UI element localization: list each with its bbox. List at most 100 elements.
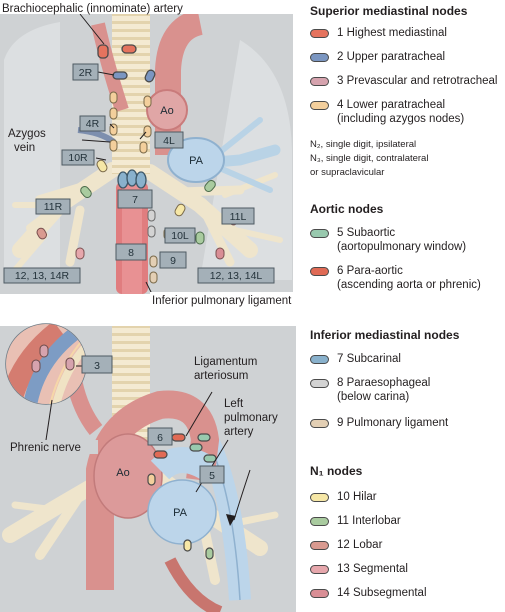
- legend-swatch: [310, 419, 329, 428]
- station-box-12r: 12, 13, 14R: [3, 267, 81, 284]
- legend-swatch: [310, 541, 329, 550]
- legend-aortic-title: Aortic nodes: [310, 202, 384, 216]
- phrenic-nerve-callout: Phrenic nerve: [10, 442, 81, 454]
- legend-item-hilar: 10 Hilar: [310, 490, 505, 510]
- legend-swatch: [310, 493, 329, 502]
- azygos-callout: Azygos: [8, 128, 46, 140]
- svg-text:11R: 11R: [44, 201, 63, 213]
- pulmonary-artery-shape: [167, 137, 225, 183]
- legend-item-subsegmental: 14 Subsegmental: [310, 586, 505, 606]
- legend-swatch: [310, 267, 329, 276]
- legend-item-paraesophageal: 8 Paraesophageal(below carina): [310, 376, 505, 406]
- lymph-node: [121, 44, 137, 54]
- legend-item-lobar: 12 Lobar: [310, 538, 505, 558]
- legend-item-pulmonary-ligament: 9 Pulmonary ligament: [310, 416, 505, 436]
- legend-item-lower-paratracheal: 4 Lower paratracheal(including azygos no…: [310, 98, 505, 128]
- svg-text:10L: 10L: [171, 230, 189, 242]
- legend-note-n2: N₂, single digit, ipsilateral: [310, 139, 417, 150]
- lymph-node: [112, 71, 128, 80]
- ligamentum-callout-line1: Ligamentum: [194, 356, 257, 368]
- bottom-panel: Ao PA: [0, 323, 296, 612]
- svg-text:7: 7: [132, 194, 138, 206]
- bottom-aorta-label: Ao: [116, 467, 129, 479]
- aorta-label: Ao: [160, 105, 173, 117]
- nodes-station-11: [80, 179, 216, 245]
- station-box-8: 8: [115, 243, 147, 261]
- station-box-5: 5: [199, 465, 225, 484]
- legend-swatch: [310, 379, 329, 388]
- svg-text:11L: 11L: [230, 211, 247, 223]
- legend-note-n3: N₃, single digit, contralateral: [310, 153, 429, 164]
- station-box-11l: 11L: [221, 207, 255, 225]
- left-pulmonary-artery-callout-line1: Left: [224, 398, 244, 410]
- station-box-6: 6: [147, 427, 173, 446]
- top-station-boxes: 2R 4R 10R 11R 4L 7 8 9 10L 11L 12, 13, 1…: [3, 63, 275, 284]
- inferior-pulmonary-ligament-callout: Inferior pulmonary ligament: [152, 295, 292, 307]
- legend-item-para-aortic: 6 Para-aortic(ascending aorta or phrenic…: [310, 264, 505, 294]
- legend-n1-title: N₁ nodes: [310, 464, 363, 478]
- legend-item-upper-paratracheal: 2 Upper paratracheal: [310, 50, 505, 70]
- legend-panel: Superior mediastinal nodes 1 Highest med…: [306, 0, 505, 612]
- legend-item-subcarinal: 7 Subcarinal: [310, 352, 505, 372]
- nodes-station-7: [117, 169, 147, 189]
- legend-swatch: [310, 53, 329, 62]
- legend-swatch: [310, 517, 329, 526]
- legend-swatch: [310, 355, 329, 364]
- svg-text:4L: 4L: [163, 135, 175, 147]
- bottom-nodes: [147, 433, 217, 560]
- station-box-4l: 4L: [154, 131, 184, 149]
- lymph-node: [97, 44, 109, 59]
- legend-inferior-title: Inferior mediastinal nodes: [310, 328, 460, 342]
- station-box-2r: 2R: [72, 63, 99, 81]
- legend-item-interlobar: 11 Interlobar: [310, 514, 505, 534]
- station-box-7: 7: [117, 189, 153, 209]
- station-box-12l: 12, 13, 14L: [197, 267, 275, 284]
- station-box-10r: 10R: [61, 149, 95, 166]
- legend-note-supraclavicular: or supraclavicular: [310, 167, 385, 178]
- legend-swatch: [310, 565, 329, 574]
- svg-text:10R: 10R: [68, 152, 88, 164]
- legend-item-prevascular: 3 Prevascular and retrotracheal: [310, 74, 505, 94]
- svg-text:12, 13, 14R: 12, 13, 14R: [15, 270, 70, 282]
- station-box-10l: 10L: [164, 227, 196, 244]
- svg-text:12, 13, 14L: 12, 13, 14L: [210, 270, 263, 282]
- nodes-station-2: [112, 69, 156, 83]
- pulmonary-artery-label: PA: [189, 155, 204, 167]
- brachiocephalic-artery: [91, 22, 129, 113]
- legend-swatch: [310, 229, 329, 238]
- lymph-node: [144, 69, 156, 83]
- legend-swatch: [310, 101, 329, 110]
- svg-text:4R: 4R: [86, 118, 100, 130]
- pulmonary-trunk: [147, 479, 217, 545]
- legend-swatch: [310, 29, 329, 38]
- svg-text:5: 5: [209, 470, 215, 482]
- prevascular-inset: [5, 323, 87, 405]
- bottom-station-boxes: 3 6 5: [81, 355, 225, 484]
- svg-text:8: 8: [128, 247, 134, 259]
- aortic-arch: [155, 9, 204, 155]
- station-box-11r: 11R: [35, 198, 71, 215]
- nodes-station-1: [97, 44, 137, 59]
- brachiocephalic-artery-callout: Brachiocephalic (innominate) artery: [2, 3, 183, 15]
- legend-item-segmental: 13 Segmental: [310, 562, 505, 582]
- nodes-station-9: [149, 255, 158, 284]
- legend-swatch: [310, 77, 329, 86]
- bottom-pa-label: PA: [173, 507, 188, 519]
- svg-text:9: 9: [170, 255, 176, 267]
- ascending-aorta: [93, 433, 163, 519]
- legend-superior-title: Superior mediastinal nodes: [310, 4, 468, 18]
- legend-item-subaortic: 5 Subaortic(aortopulmonary window): [310, 226, 505, 256]
- nodes-station-8: [147, 209, 156, 238]
- azygos-vein-callout: vein: [14, 142, 35, 154]
- svg-text:2R: 2R: [79, 67, 93, 79]
- anatomy-diagram: Ao PA: [0, 3, 296, 612]
- nodes-station-4: [109, 91, 152, 154]
- station-box-9: 9: [159, 251, 187, 269]
- legend-item-highest-mediastinal: 1 Highest mediastinal: [310, 26, 505, 46]
- svg-text:3: 3: [94, 360, 100, 372]
- left-pulmonary-artery-callout-line3: artery: [224, 426, 254, 438]
- station-box-4r: 4R: [79, 115, 106, 132]
- svg-text:6: 6: [157, 432, 163, 444]
- left-pulmonary-artery-callout-line2: pulmonary: [224, 412, 278, 424]
- ligamentum-callout-line2: arteriosum: [194, 370, 248, 382]
